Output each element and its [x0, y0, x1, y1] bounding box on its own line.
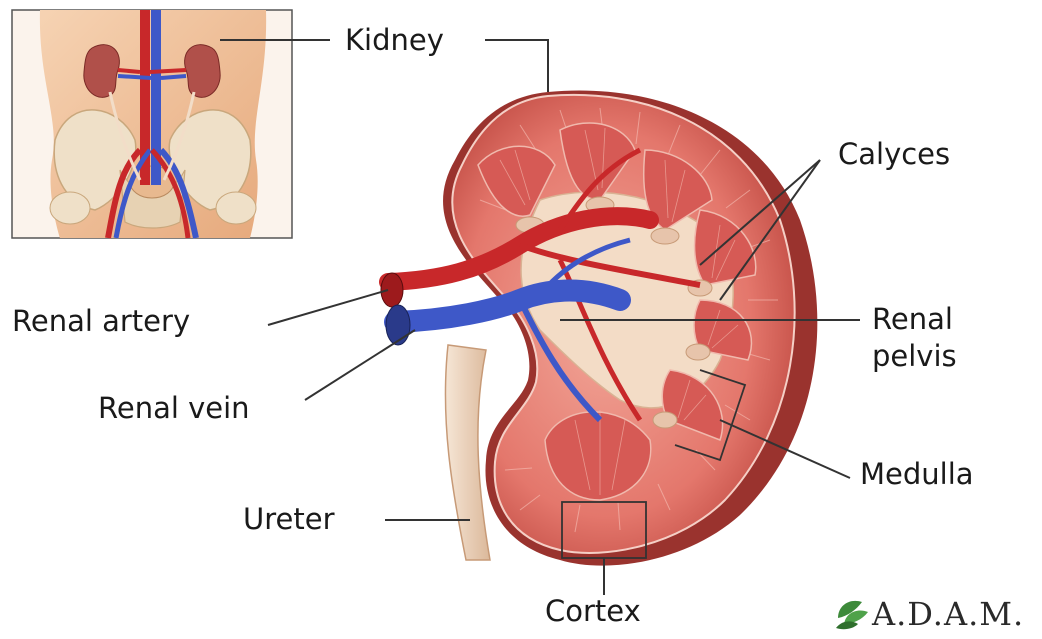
adam-leaf-icon — [836, 601, 868, 629]
label-medulla: Medulla — [860, 458, 974, 491]
label-cortex: Cortex — [545, 595, 641, 628]
renal-vein-leader — [305, 330, 415, 400]
inset-left-kidney-icon — [84, 45, 120, 98]
adam-logo: A.D.A.M. — [872, 597, 1024, 631]
inset-right-kidney-icon — [185, 45, 221, 98]
label-calyces: Calyces — [838, 138, 950, 171]
label-ureter: Ureter — [243, 503, 335, 536]
renal-artery-lumen-icon — [381, 273, 403, 307]
kidney-leader-main — [485, 40, 548, 92]
kidney-cross-section — [381, 90, 817, 565]
ureter-icon — [445, 345, 490, 560]
label-renal-pelvis-line1: Renal — [872, 303, 953, 336]
right-femur-icon — [216, 192, 256, 224]
renal-artery-leader — [268, 290, 388, 325]
label-kidney: Kidney — [345, 24, 444, 57]
label-renal-vein: Renal vein — [98, 392, 250, 425]
label-renal-artery: Renal artery — [12, 305, 190, 338]
adam-logo-text: A.D.A.M. — [872, 595, 1024, 633]
label-renal-pelvis-line2: pelvis — [872, 340, 957, 373]
inset-body-view — [12, 10, 292, 238]
renal-vein-lumen-icon — [386, 305, 410, 345]
left-femur-icon — [50, 192, 90, 224]
